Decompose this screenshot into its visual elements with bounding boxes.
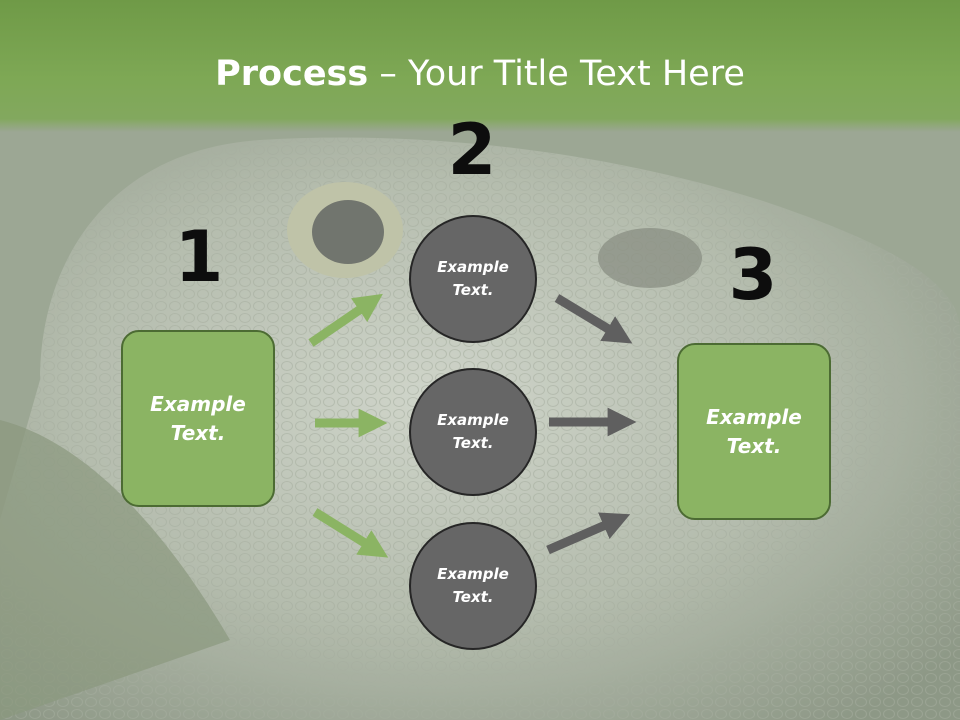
title-bold: Process <box>215 54 369 94</box>
slide-title: Process – Your Title Text Here <box>0 52 960 96</box>
step-number-2: 2 <box>447 109 497 191</box>
step-number-3: 3 <box>728 234 778 316</box>
step-1-box-text: Example Text. <box>150 391 246 445</box>
circle-bottom: Example Text. <box>409 522 537 650</box>
step-1-box: Example Text. <box>121 330 275 507</box>
title-band <box>0 0 960 132</box>
step-number-1: 1 <box>174 216 224 298</box>
step-3-box-text: Example Text. <box>706 404 802 458</box>
circle-top: Example Text. <box>409 215 537 343</box>
circle-bottom-text: Example Text. <box>437 565 509 606</box>
circle-middle: Example Text. <box>409 368 537 496</box>
title-rest: – Your Title Text Here <box>368 54 745 94</box>
step-3-box: Example Text. <box>677 343 831 520</box>
circle-top-text: Example Text. <box>437 258 509 299</box>
circle-middle-text: Example Text. <box>437 411 509 452</box>
